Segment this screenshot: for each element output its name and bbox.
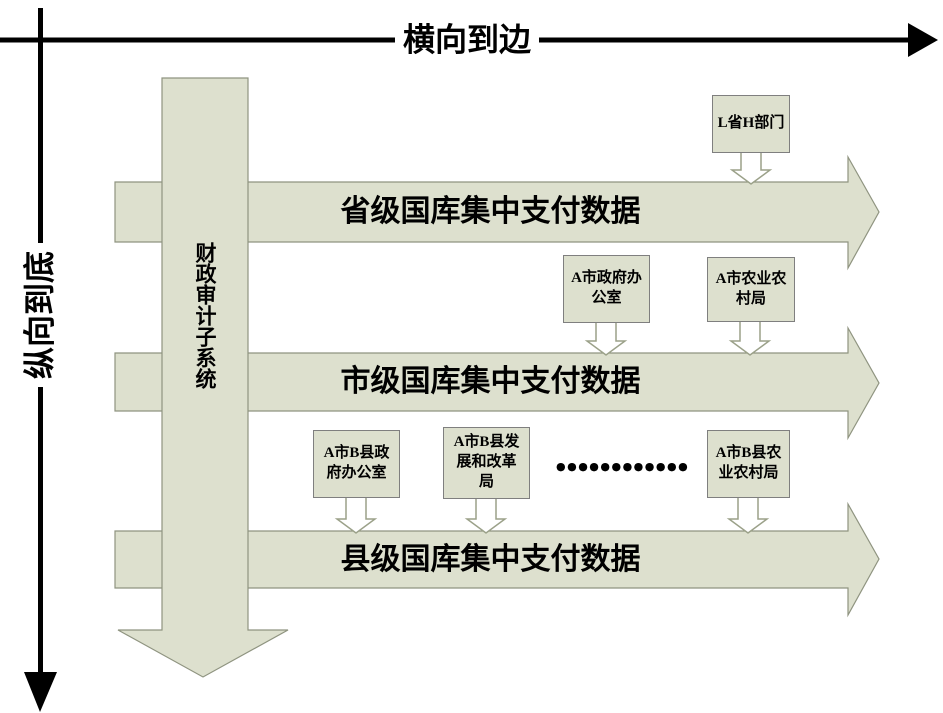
connector-arrow-icon [334,496,378,534]
audit-subsystem-arrow-shape [117,77,289,678]
provincial-data-label: 省级国库集中支付数据 [340,195,641,228]
connector-arrow-icon [728,320,772,356]
county-data-label: 县级国库集中支付数据 [340,543,641,576]
audit-subsystem-label: 财政审计子系统 [193,242,217,389]
horizontal-axis-arrowhead-icon [908,23,938,57]
vertical-axis-label: 纵向到底 [21,242,58,388]
box-county-government-office: A市B县政 府办公室 [313,430,400,498]
box-county-agriculture-bureau: A市B县农 业农村局 [707,430,790,498]
connector-arrow-icon [464,497,508,534]
box-county-development-reform-bureau: A市B县发 展和改革 局 [443,427,530,499]
connector-arrow-icon [729,151,773,185]
ellipsis-dots: ●●●●●●●●●●●● [556,460,690,473]
box-province-h-department: L省H部门 [712,95,790,153]
municipal-data-label: 市级国库集中支付数据 [340,365,641,398]
vertical-axis-arrowhead-icon [24,672,57,712]
horizontal-axis-label: 横向到边 [394,22,540,58]
connector-arrow-icon [584,321,628,356]
box-city-agriculture-bureau: A市农业农 村局 [707,257,795,322]
connector-arrow-icon [726,496,770,534]
box-city-government-office: A市政府办 公室 [563,255,650,323]
